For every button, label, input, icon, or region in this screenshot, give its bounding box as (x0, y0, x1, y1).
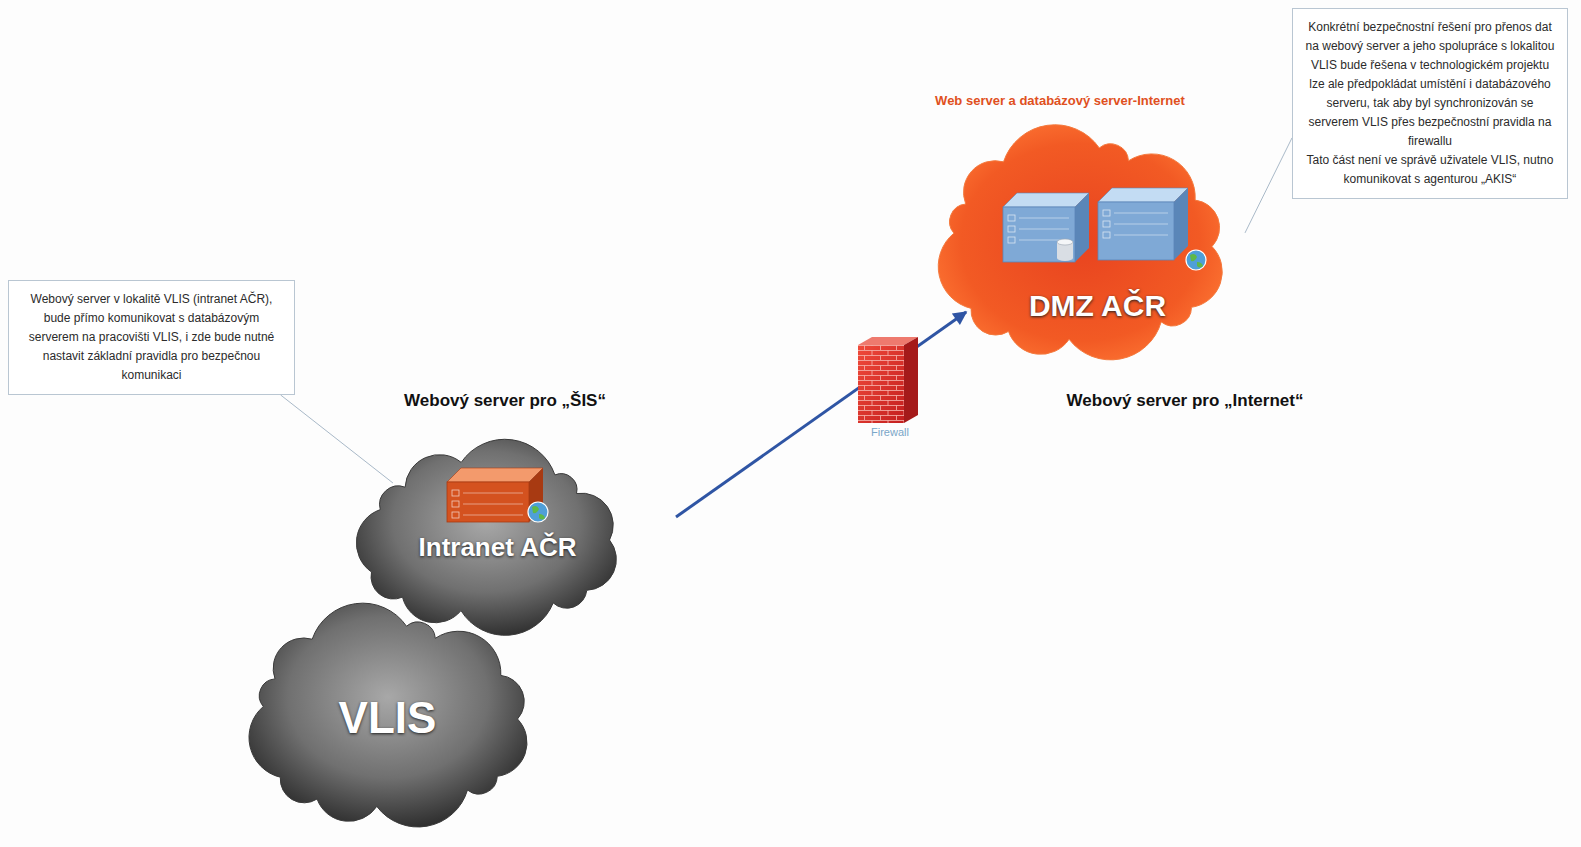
cloud-shape (915, 118, 1245, 375)
server-icon (447, 468, 548, 522)
leader-line (1245, 138, 1292, 233)
leader-line (281, 395, 393, 483)
server-heading: Webový server pro „ŠIS“ (355, 391, 655, 411)
cloud-label: DMZ AČR (985, 289, 1210, 324)
note-text: Webový server v lokalitě VLIS (intranet … (19, 290, 284, 385)
firewall-icon (858, 337, 918, 423)
note-text: Konkrétní bezpečnostní řešení pro přenos… (1303, 18, 1557, 151)
server-icon (1098, 188, 1206, 270)
dmz-cloud: Web server a databázový server-InternetD… (915, 118, 1245, 375)
vlis-cloud: VLIS (225, 598, 550, 840)
note-text: Tato část není ve správě uživatele VLIS,… (1303, 151, 1557, 189)
note-box: Webový server v lokalitě VLIS (intranet … (8, 280, 295, 395)
server-heading: Webový server pro „Internet“ (1030, 391, 1340, 411)
note-box: Konkrétní bezpečnostní řešení pro přenos… (1292, 8, 1568, 199)
firewall-bricks (858, 345, 904, 423)
firewall-label: Firewall (850, 426, 930, 438)
cloud-label: Intranet AČR (375, 533, 620, 563)
globe-icon (528, 502, 548, 522)
cloud-heading: Web server a databázový server-Internet (870, 94, 1250, 109)
cloud-label: VLIS (285, 693, 490, 744)
firewall-front (858, 345, 904, 423)
database-icon (1057, 239, 1073, 261)
firewall-side (904, 337, 918, 423)
server-icon (1003, 193, 1089, 262)
globe-icon (1186, 250, 1206, 270)
flow-arrow (676, 312, 966, 517)
